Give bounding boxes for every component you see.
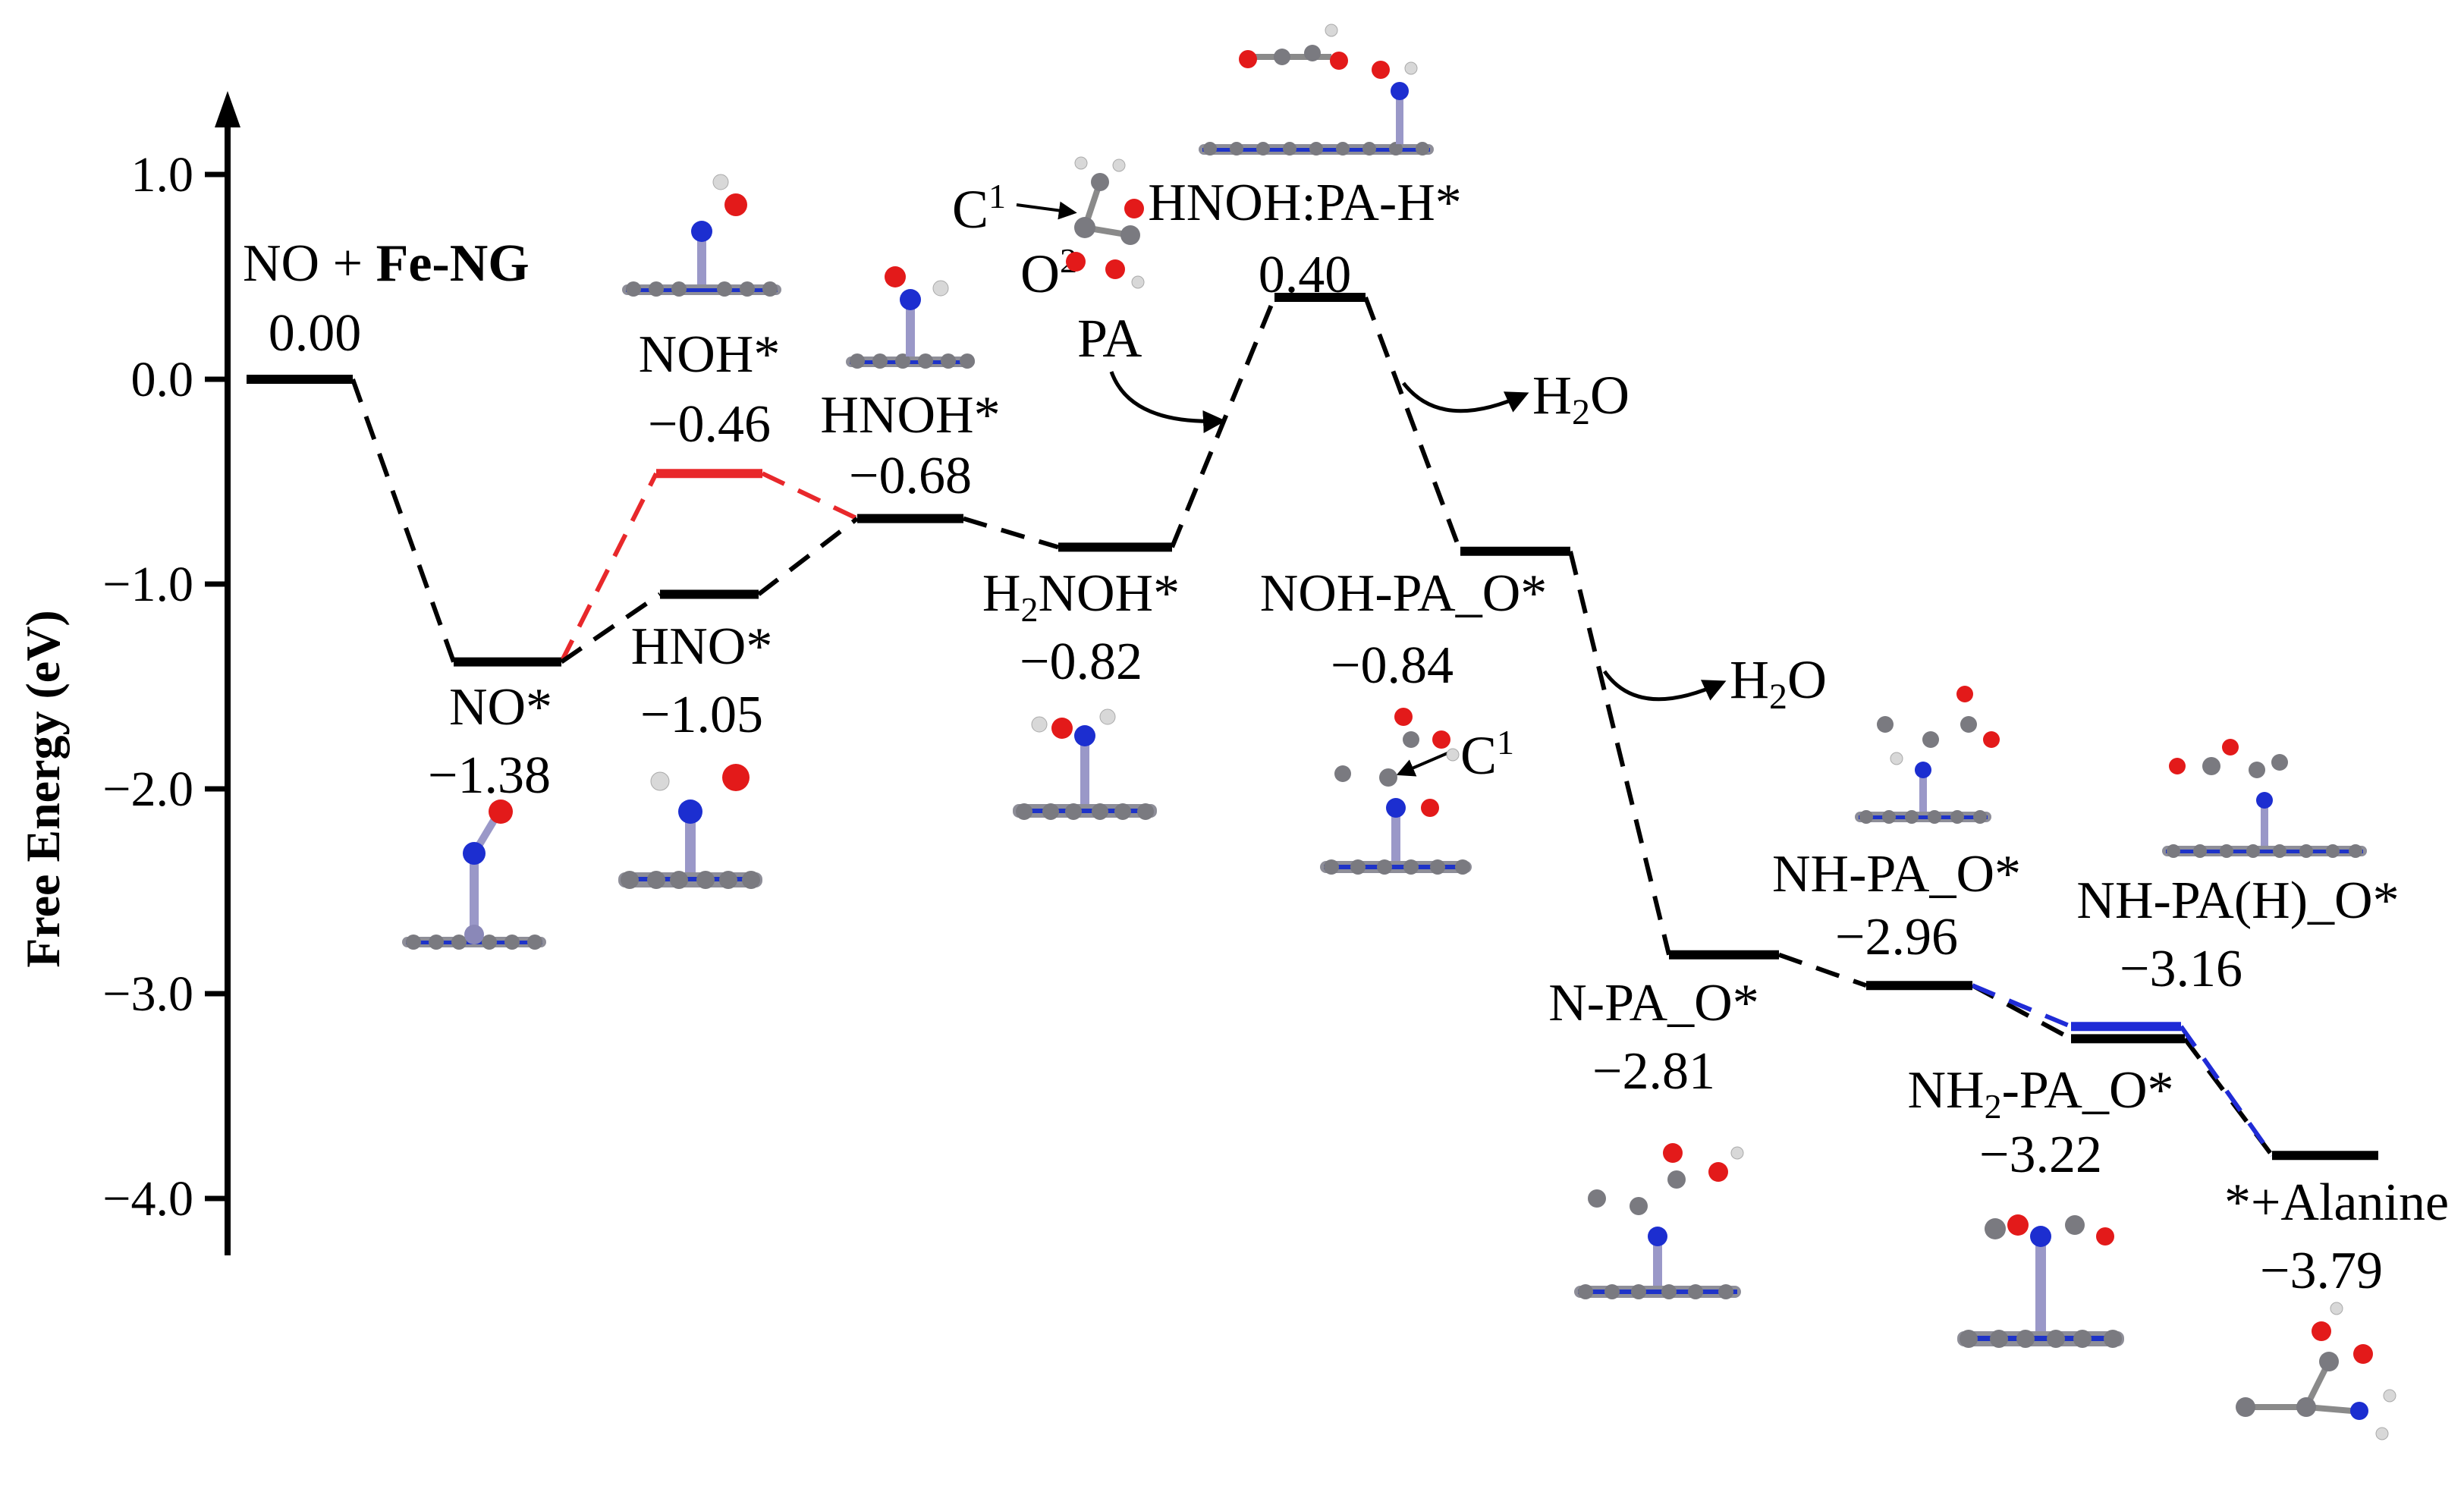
pa-label: PA (1077, 308, 1142, 369)
pa-arrow (1109, 371, 1226, 433)
state-label-alanine: *+Alanine (2224, 1173, 2449, 1232)
state-value-s6: 0.40 (1259, 246, 1352, 304)
state-label-noh-pa-o: NOH-PA_O* (1260, 564, 1548, 623)
state-label-hnoh: HNOH* (820, 386, 1000, 445)
state-value-s4: −0.68 (849, 447, 972, 505)
state-value-s5: −0.82 (1020, 633, 1142, 691)
c1-label-mid: C1 (1460, 723, 1514, 786)
path-s8-s9 (1778, 952, 1867, 988)
structure-noh-pa-o (1320, 708, 1472, 875)
state-value-s11: −3.22 (1979, 1126, 2102, 1184)
state-label-hno: HNO* (631, 617, 773, 676)
structure-pa (1066, 156, 1145, 289)
c1-arrow-mid (1396, 749, 1454, 777)
structure-nh-pa-h-o (2162, 739, 2367, 858)
state-value-s9: −2.96 (1835, 908, 1958, 966)
state-label-no: NO* (449, 678, 552, 737)
path-s1-s3 (560, 592, 662, 664)
path-s10-s12 (2179, 1025, 2274, 1158)
y-ticks: 1.0 0.0 −1.0 −2.0 −3.0 −4.0 (102, 147, 228, 1227)
state-value-s7: −0.84 (1331, 636, 1454, 695)
y-tick-label: 0.0 (131, 352, 194, 407)
path-s1-s2 (559, 472, 658, 663)
water-label-2: H2O (1730, 649, 1827, 717)
y-tick-label: −1.0 (102, 557, 193, 612)
reaction-paths (350, 296, 2274, 1158)
y-tick-label: −2.0 (102, 762, 193, 817)
y-axis-title: Free Energy (eV) (16, 610, 70, 968)
state-value-s10: −3.16 (2120, 940, 2242, 998)
state-value-s1: −1.38 (428, 746, 551, 805)
path-s9-s10 (1971, 983, 2073, 1029)
structure-h2noh (1013, 708, 1157, 820)
y-tick-label: 1.0 (131, 147, 194, 203)
state-label-hnoh-pa-h: HNOH:PA-H* (1148, 174, 1462, 232)
c1-label-top: C1 (952, 177, 1006, 240)
state-label-no-fe-ng: NO + Fe-NG (243, 234, 530, 293)
structure-nh-pa-o (1855, 686, 2000, 824)
path-s4-s5 (963, 516, 1059, 550)
y-tick-label: −3.0 (102, 966, 193, 1022)
path-s5-s6 (1170, 296, 1277, 548)
y-tick-label: −4.0 (102, 1171, 193, 1227)
y-axis-arrow (215, 91, 240, 127)
state-label-nh-pa-o: NH-PA_O* (1772, 845, 2021, 903)
state-label-nh2-pa-o: NH2-PA_O* (1907, 1061, 2173, 1126)
water-label-1: H2O (1532, 365, 1630, 432)
structure-hnoh-pa-h (1199, 24, 1434, 155)
energy-levels (247, 293, 2378, 1161)
state-value-s3: −1.05 (640, 686, 763, 744)
water-arrow-1 (1402, 382, 1529, 413)
structure-n-pa-o (1574, 1143, 1744, 1299)
path-s0-s1 (350, 378, 456, 663)
structure-hnoh (846, 266, 975, 369)
state-value-s12: −3.79 (2260, 1242, 2383, 1300)
structure-alanine (2236, 1302, 2396, 1440)
state-label-h2noh: H2NOH* (982, 564, 1180, 629)
water-arrow-2 (1602, 670, 1727, 702)
structure-noh (622, 174, 781, 297)
structure-nh2-pa-o (1957, 1214, 2124, 1348)
path-s3-s4 (757, 517, 859, 596)
path-s2-s4 (761, 471, 859, 521)
state-label-noh: NOH* (639, 325, 781, 384)
o2-label-top: O2 (1020, 241, 1077, 304)
c1-arrow-top (1016, 201, 1077, 220)
state-value-s2: −0.46 (648, 395, 771, 454)
state-value-s8: −2.81 (1592, 1042, 1715, 1101)
state-label-n-pa-o: N-PA_O* (1548, 974, 1758, 1032)
path-s7-s8 (1568, 551, 1671, 956)
structure-no (402, 799, 546, 950)
structure-hno (618, 764, 762, 889)
path-s6-s7 (1363, 296, 1463, 552)
state-label-nh-pa-h-o: NH-PA(H)_O* (2076, 872, 2399, 930)
state-value-s0: 0.00 (269, 304, 362, 363)
